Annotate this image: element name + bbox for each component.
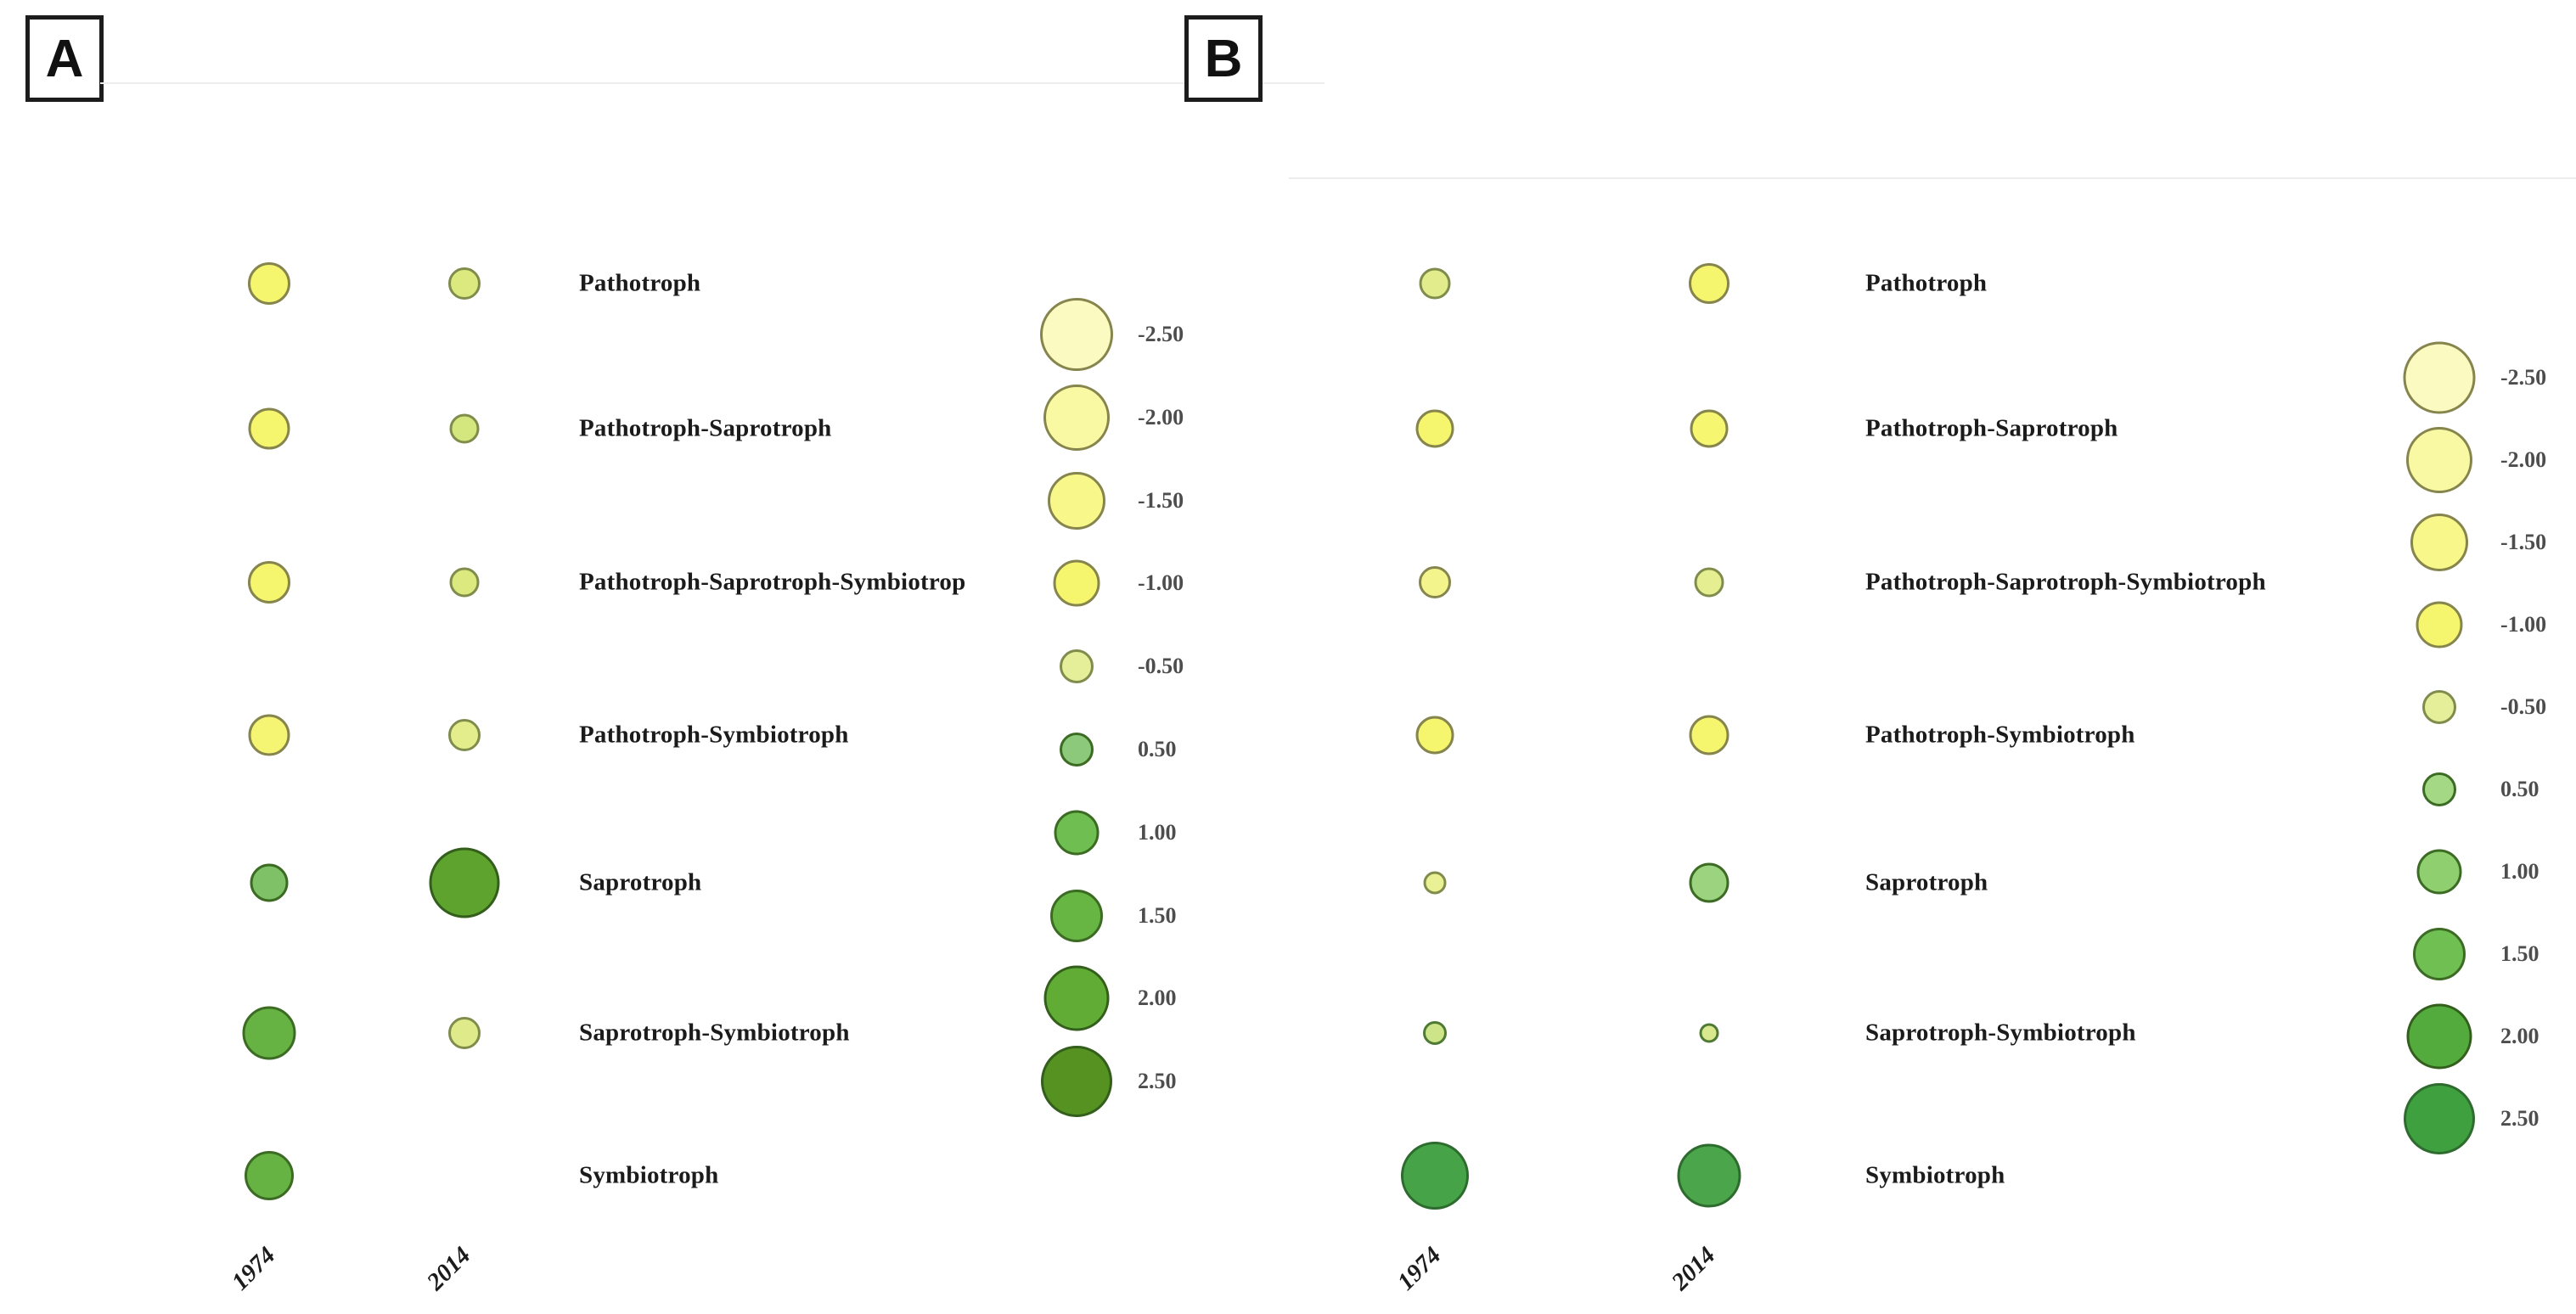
axis-year-label-A: 2014 <box>421 1241 476 1296</box>
legend-bubble-B <box>2416 601 2463 649</box>
legend-value-label-B: 2.50 <box>2500 1106 2539 1131</box>
legend-value-label-B: 0.50 <box>2500 777 2539 801</box>
bubble-B-symbiotroph-2014 <box>1677 1143 1741 1208</box>
bubble-A-pathotroph-symbiotroph-1974 <box>248 714 290 756</box>
legend-value-label-B: -2.50 <box>2500 365 2547 390</box>
row-label-A: Pathotroph-Saprotroph <box>579 414 832 442</box>
legend-bubble-B <box>2404 1083 2475 1154</box>
bubble-B-saprotroph-2014 <box>1689 862 1730 903</box>
legend-bubble-B <box>2416 849 2462 895</box>
bubble-B-pathotroph-saprotroph-symbiotroph-1974 <box>1419 566 1451 598</box>
bubble-B-pathotroph-symbiotroph-2014 <box>1689 715 1730 755</box>
legend-value-label-B: 2.00 <box>2500 1024 2539 1048</box>
row-label-B: Pathotroph-Saprotroph-Symbiotroph <box>1865 568 2266 596</box>
legend-value-label-B: -2.00 <box>2500 447 2547 472</box>
legend-bubble-A <box>1040 298 1113 371</box>
bubble-A-pathotroph-saprotroph-1974 <box>248 407 290 450</box>
legend-bubble-B <box>2413 928 2466 980</box>
legend-value-label-A: -1.00 <box>1138 570 1184 596</box>
legend-bubble-A <box>1048 471 1105 530</box>
legend-value-label-A: 2.50 <box>1138 1069 1177 1094</box>
row-label-A: Pathotroph-Symbiotroph <box>579 721 849 749</box>
legend-bubble-A <box>1054 810 1100 856</box>
row-label-B: Pathotroph <box>1865 269 1988 297</box>
axis-year-label-B: 1974 <box>1392 1241 1447 1296</box>
row-label-A: Symbiotroph <box>579 1161 719 1189</box>
row-label-A: Pathotroph-Saprotroph-Symbiotrop <box>579 568 966 596</box>
row-label-A: Saprotroph-Symbiotroph <box>579 1019 850 1047</box>
bubble-A-saprotroph-2014 <box>429 847 500 918</box>
legend-value-label-B: 1.00 <box>2500 859 2539 884</box>
legend-value-label-B: -0.50 <box>2500 694 2547 719</box>
legend-bubble-A <box>1050 889 1103 942</box>
legend-value-label-A: 1.50 <box>1138 902 1177 928</box>
legend-bubble-B <box>2422 690 2456 724</box>
row-label-A: Saprotroph <box>579 868 702 896</box>
legend-value-label-B: -1.50 <box>2500 530 2547 554</box>
panel-A-letter-box: A <box>25 15 104 102</box>
bubble-A-pathotroph-saprotroph-symbiotrop-2014 <box>449 567 480 598</box>
axis-year-label-B: 2014 <box>1666 1241 1721 1296</box>
legend-bubble-B <box>2422 772 2456 806</box>
bubble-B-pathotroph-1974 <box>1419 267 1451 300</box>
bubble-A-symbiotroph-1974 <box>245 1151 294 1200</box>
legend-bubble-B <box>2406 1003 2472 1070</box>
bubble-B-symbiotroph-1974 <box>1401 1142 1469 1210</box>
legend-value-label-B: 1.50 <box>2500 941 2539 966</box>
panel-B-top-rule <box>1289 177 2576 179</box>
legend-bubble-A <box>1060 649 1094 684</box>
bubble-B-pathotroph-saprotroph-1974 <box>1415 409 1454 448</box>
legend-value-label-A: 2.00 <box>1138 986 1177 1011</box>
legend-bubble-B <box>2406 427 2472 493</box>
legend-bubble-A <box>1043 965 1110 1031</box>
bubble-A-saprotroph-symbiotroph-2014 <box>448 1017 481 1049</box>
legend-value-label-A: -2.50 <box>1138 322 1184 346</box>
legend-value-label-A: 1.00 <box>1138 819 1177 845</box>
row-label-A: Pathotroph <box>579 269 701 297</box>
row-label-B: Pathotroph-Saprotroph <box>1865 414 2118 442</box>
legend-value-label-A: 0.50 <box>1138 737 1177 761</box>
row-label-B: Symbiotroph <box>1865 1161 2005 1189</box>
row-label-B: Saprotroph-Symbiotroph <box>1865 1019 2136 1047</box>
legend-bubble-A <box>1043 384 1110 451</box>
bubble-B-pathotroph-2014 <box>1689 263 1730 304</box>
row-label-B: Pathotroph-Symbiotroph <box>1865 721 2135 749</box>
panel-B-letter-box: B <box>1184 15 1263 102</box>
legend-bubble-A <box>1041 1046 1112 1118</box>
legend-value-label-A: -0.50 <box>1138 654 1184 679</box>
bubble-B-saprotroph-symbiotroph-1974 <box>1423 1021 1447 1045</box>
legend-bubble-B <box>2410 514 2468 571</box>
bubble-A-saprotroph-1974 <box>250 863 289 902</box>
bubble-B-saprotroph-symbiotroph-2014 <box>1699 1023 1719 1043</box>
bubble-B-saprotroph-1974 <box>1423 871 1447 895</box>
bubble-A-saprotroph-symbiotroph-1974 <box>242 1006 296 1060</box>
axis-year-label-A: 1974 <box>226 1241 281 1296</box>
bubble-B-pathotroph-saprotroph-symbiotroph-2014 <box>1694 567 1724 598</box>
bubble-A-pathotroph-2014 <box>448 267 481 300</box>
bubble-B-pathotroph-symbiotroph-1974 <box>1415 716 1454 755</box>
bubble-A-pathotroph-saprotroph-symbiotrop-1974 <box>248 561 290 604</box>
legend-value-label-B: -1.00 <box>2500 612 2547 637</box>
legend-bubble-A <box>1060 733 1094 766</box>
legend-value-label-A: -1.50 <box>1138 487 1184 513</box>
bubble-A-pathotroph-1974 <box>248 262 290 305</box>
row-label-B: Saprotroph <box>1865 868 1988 896</box>
legend-bubble-B <box>2403 341 2476 414</box>
panel-A-top-rule <box>100 82 1325 84</box>
bubble-A-pathotroph-saprotroph-2014 <box>449 413 480 444</box>
bubble-B-pathotroph-saprotroph-2014 <box>1690 409 1729 448</box>
bubble-A-pathotroph-symbiotroph-2014 <box>448 719 481 751</box>
legend-value-label-A: -2.00 <box>1138 404 1184 430</box>
legend-bubble-A <box>1053 559 1100 607</box>
